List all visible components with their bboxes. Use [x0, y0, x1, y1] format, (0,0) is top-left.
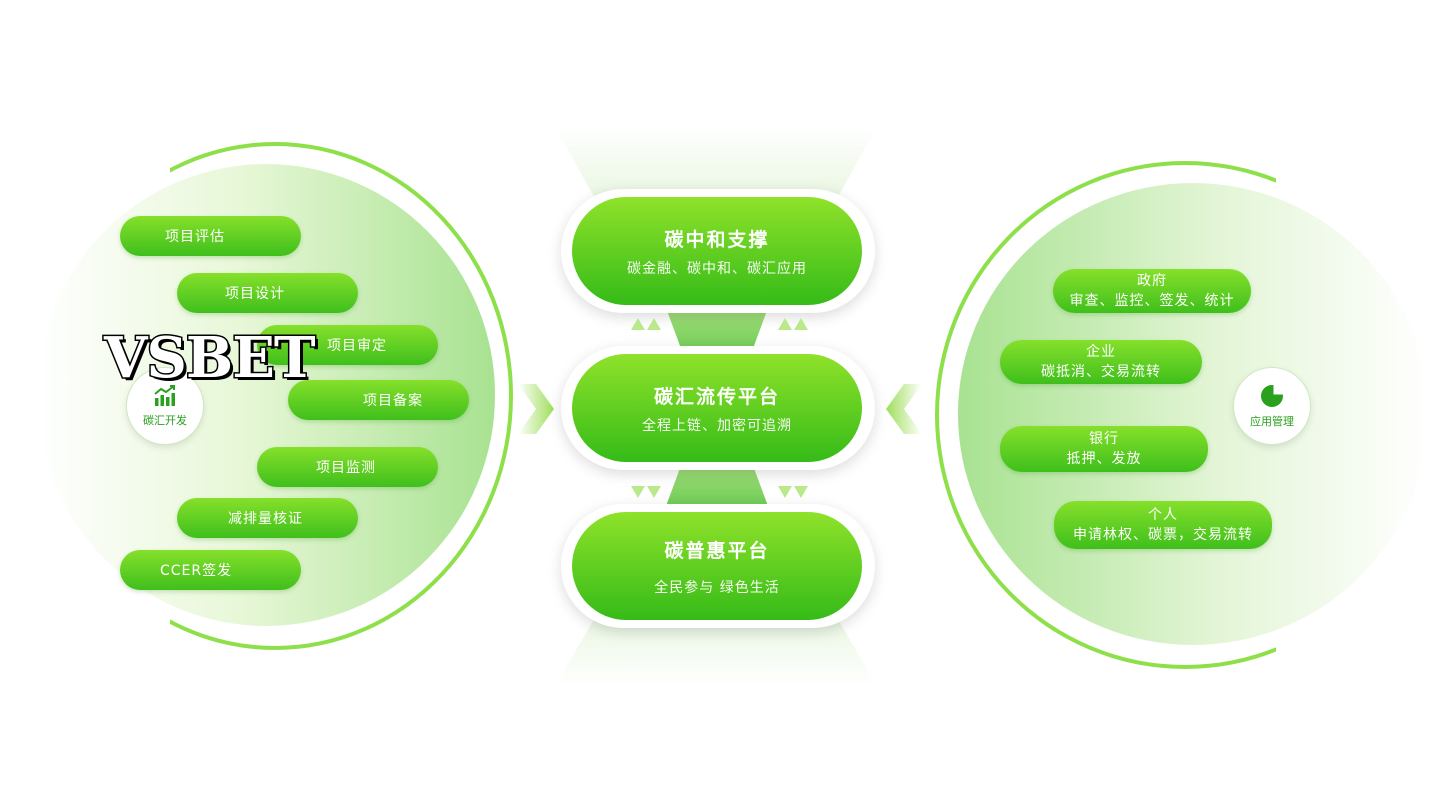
right-item-desc: 抵押、发放: [1066, 451, 1142, 467]
right-item-title: 个人: [1148, 507, 1178, 523]
right-item-desc: 审查、监控、签发、统计: [1069, 293, 1235, 309]
right-item-government[interactable]: 政府 审查、监控、签发、统计: [1053, 269, 1251, 313]
left-hub-badge[interactable]: 碳汇开发: [127, 368, 203, 444]
right-circle-disc: [958, 183, 1428, 645]
right-item-desc: 申请林权、碳票，交易流转: [1073, 527, 1253, 543]
capsule-subtitle: 碳金融、碳中和、碳汇应用: [627, 260, 807, 277]
left-item-label: 项目设计: [225, 286, 285, 302]
left-item-validation[interactable]: 项目审定: [257, 325, 438, 365]
right-item-title: 银行: [1089, 431, 1119, 447]
capsule-title: 碳中和支撑: [664, 228, 770, 251]
capsule-carbon-neutral-support[interactable]: 碳中和支撑 碳金融、碳中和、碳汇应用: [572, 197, 862, 305]
capsule-carbon-sink-platform[interactable]: 碳汇流传平台 全程上链、加密可追溯: [572, 354, 862, 462]
chevron-left-icon: [886, 384, 922, 434]
top-fade: [555, 126, 877, 196]
capsule-carbon-inclusive-platform[interactable]: 碳普惠平台 全民参与 绿色生活: [572, 512, 862, 620]
left-item-registration[interactable]: 项目备案: [288, 380, 469, 420]
arrow-down-icon: [647, 486, 661, 498]
right-hub-label: 应用管理: [1250, 415, 1294, 428]
connector-upper: [666, 308, 768, 352]
left-item-label: 项目评估: [165, 229, 225, 245]
right-item-enterprise[interactable]: 企业 碳抵消、交易流转: [1000, 340, 1202, 384]
left-item-label: CCER签发: [160, 563, 233, 579]
right-hub-badge[interactable]: 应用管理: [1234, 368, 1310, 444]
right-item-individual[interactable]: 个人 申请林权、碳票，交易流转: [1054, 501, 1272, 549]
left-item-ccer-issuance[interactable]: CCER签发: [120, 550, 301, 590]
pie-chart-icon: [1261, 383, 1285, 407]
capsule-title: 碳普惠平台: [664, 539, 770, 562]
right-item-desc: 碳抵消、交易流转: [1041, 364, 1161, 380]
left-hub-label: 碳汇开发: [143, 414, 187, 427]
arrow-down-icon: [794, 486, 808, 498]
arrow-up-icon: [794, 318, 808, 330]
capsule-title: 碳汇流传平台: [653, 385, 780, 408]
arrow-down-icon: [778, 486, 792, 498]
right-item-title: 企业: [1086, 344, 1116, 360]
left-item-verification[interactable]: 减排量核证: [177, 498, 358, 538]
capsule-subtitle: 全程上链、加密可追溯: [642, 417, 792, 434]
capsule-subtitle: 全民参与 绿色生活: [654, 579, 780, 596]
arrow-down-icon: [631, 486, 645, 498]
left-item-design[interactable]: 项目设计: [177, 273, 358, 313]
arrow-up-icon: [778, 318, 792, 330]
left-item-label: 项目监测: [316, 460, 376, 476]
arrow-up-icon: [631, 318, 645, 330]
left-item-evaluation[interactable]: 项目评估: [120, 216, 301, 256]
left-item-label: 项目审定: [327, 338, 387, 354]
left-item-label: 减排量核证: [228, 511, 303, 527]
brand-logo: VSBET: [103, 325, 318, 391]
left-item-label: 项目备案: [363, 393, 423, 409]
right-item-bank[interactable]: 银行 抵押、发放: [1000, 426, 1208, 472]
bottom-fade: [555, 620, 877, 686]
chevron-right-icon: [518, 384, 554, 434]
arrow-up-icon: [647, 318, 661, 330]
left-item-monitoring[interactable]: 项目监测: [257, 447, 438, 487]
bar-chart-up-icon: [154, 385, 175, 406]
right-item-title: 政府: [1137, 273, 1167, 289]
